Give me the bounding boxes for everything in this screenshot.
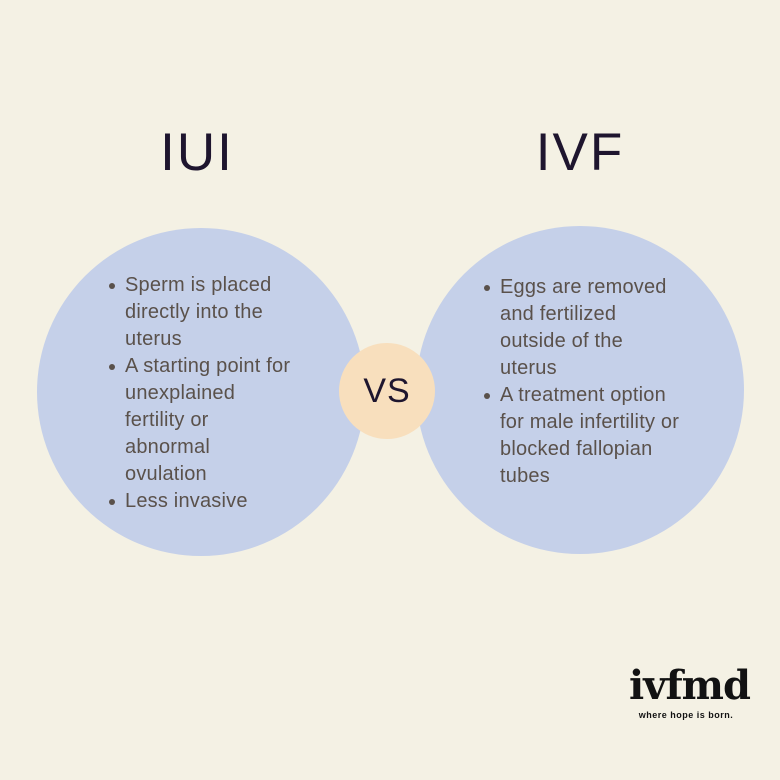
- list-item: A starting point for unexplained fertili…: [109, 353, 324, 488]
- right-comparison-circle: [416, 226, 744, 554]
- right-column-title: IVF: [535, 123, 625, 182]
- iui-bullet-list: Sperm is placed directly into the uterus…: [109, 272, 324, 515]
- vs-label: VS: [363, 371, 411, 410]
- list-item: A treatment option for male infertility …: [484, 382, 704, 490]
- vs-badge: VS: [339, 343, 435, 439]
- list-item: Eggs are removed and fertilized outside …: [484, 274, 704, 382]
- list-item: Sperm is placed directly into the uterus: [109, 272, 324, 353]
- left-column-title: IUI: [160, 123, 234, 182]
- list-item: Less invasive: [109, 488, 324, 515]
- ivf-bullet-list: Eggs are removed and fertilized outside …: [484, 274, 704, 490]
- brand-logo: ivfmd where hope is born.: [629, 662, 751, 721]
- logo-tagline: where hope is born.: [638, 710, 734, 720]
- left-comparison-circle: [37, 228, 365, 556]
- logo-wordmark: ivfmd: [629, 662, 751, 709]
